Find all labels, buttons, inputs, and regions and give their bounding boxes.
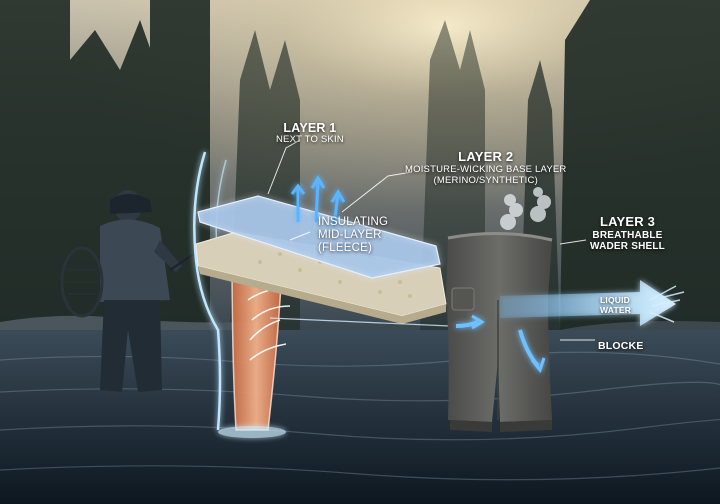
steam-icon <box>500 187 551 230</box>
layer2-line1: MOISTURE-WICKING BASE LAYER <box>405 163 567 175</box>
layer2-title: LAYER 2 <box>458 149 514 164</box>
mid-layer-line3: (FLEECE) <box>318 242 372 255</box>
blocked-label: BLOCKE <box>598 340 644 352</box>
mid-layer-line2: MID-LAYER <box>318 229 382 242</box>
layer1-label: LAYER 1 NEXT TO SKIN <box>276 121 344 146</box>
base-layer <box>198 196 440 278</box>
vapor-arrows-layers <box>290 175 346 227</box>
pointer-lines <box>267 139 595 341</box>
layer2-label: LAYER 2 MOISTURE-WICKING BASE LAYER (MER… <box>405 149 567 187</box>
wader-shell <box>446 231 553 432</box>
liquid-water-line2: WATER <box>600 304 632 315</box>
liquid-water-label: LIQUID WATER <box>600 295 632 316</box>
layer1-title: LAYER 1 <box>283 121 337 135</box>
layer3-label: LAYER 3 BREATHABLE WADER SHELL <box>590 214 665 253</box>
blocked-arrows <box>455 314 546 374</box>
layer1-subtitle: NEXT TO SKIN <box>276 134 344 146</box>
liquid-water-line1: LIQUID <box>600 295 631 305</box>
fleece-mid-layer <box>196 232 446 316</box>
layer3-line1: BREATHABLE <box>592 229 663 241</box>
angler-figure <box>60 190 201 392</box>
layer3-line2: WADER SHELL <box>590 241 665 253</box>
layer3-title: LAYER 3 <box>599 214 656 229</box>
layer2-line2: (MERINO/SYNTHETIC) <box>433 174 538 186</box>
water-flow-arrow <box>500 280 676 326</box>
mid-layer-line1: INSULATING <box>318 216 389 228</box>
mid-layer-label: INSULATING MID-LAYER (FLEECE) <box>318 216 388 256</box>
